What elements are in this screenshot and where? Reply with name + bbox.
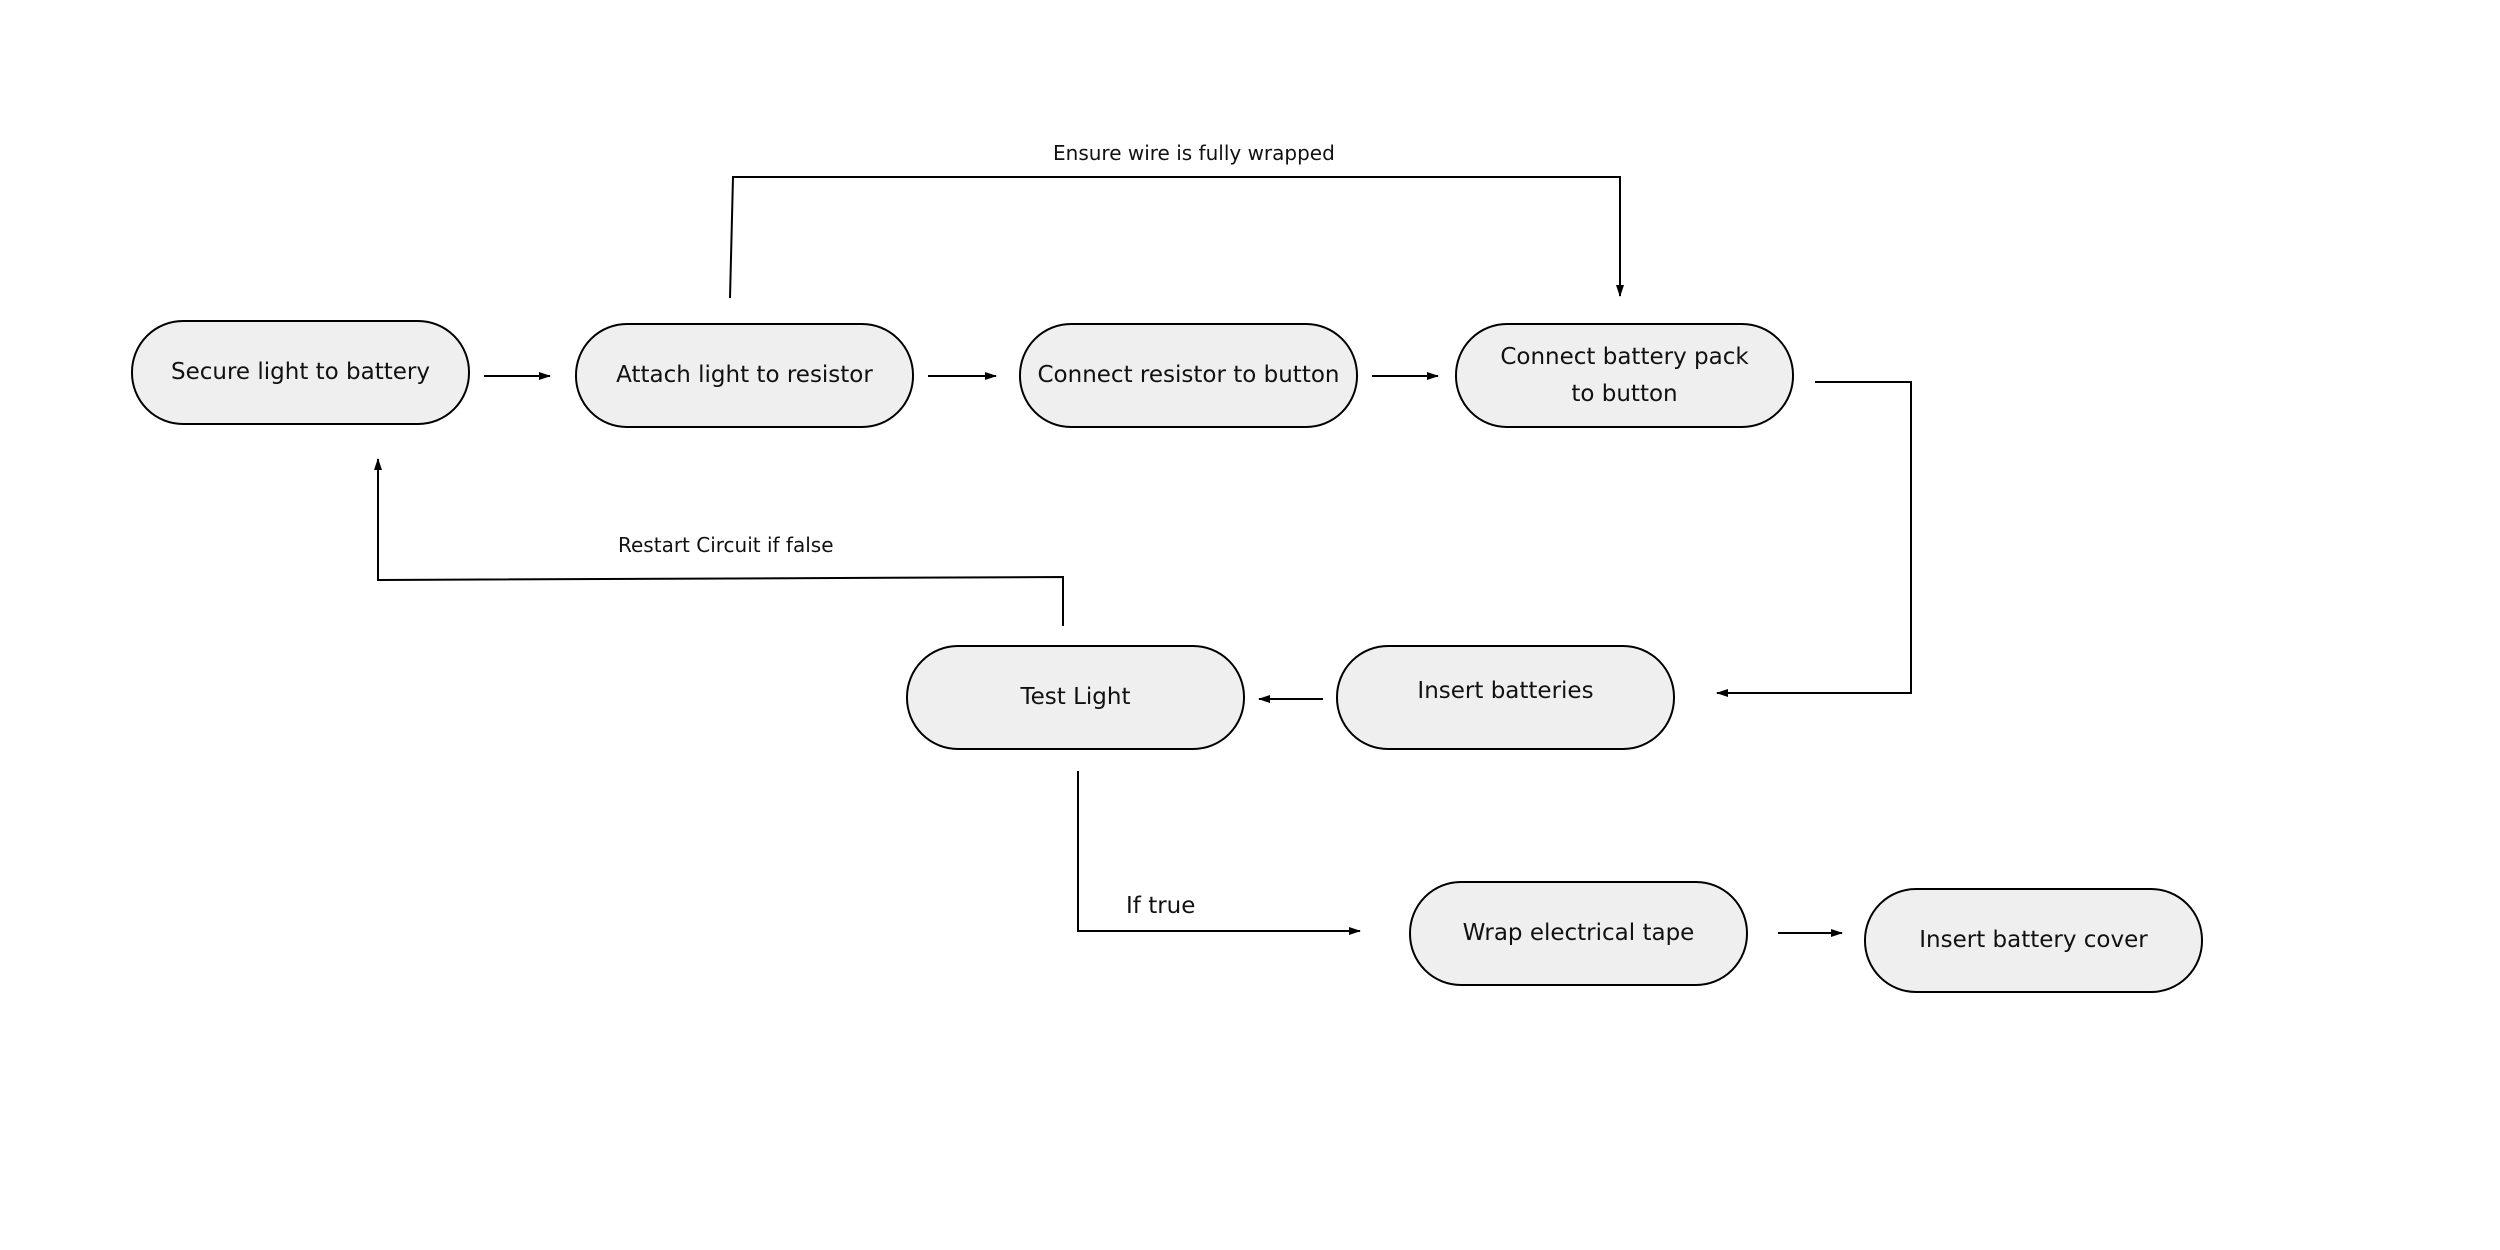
edge-label-ensure-wrapped: Ensure wire is fully wrapped xyxy=(1053,141,1335,165)
node-attach-light-to-resistor[interactable]: Attach light to resistor xyxy=(575,323,914,428)
edge-label-restart-circuit: Restart Circuit if false xyxy=(618,533,834,557)
node-label: Insert batteries xyxy=(1417,678,1594,704)
node-label: Wrap electrical tape xyxy=(1462,920,1695,946)
node-connect-battery-pack-to-button[interactable]: Connect battery pack to button xyxy=(1455,323,1794,428)
node-label-line-1: Connect battery pack xyxy=(1500,343,1749,370)
node-connect-resistor-to-button[interactable]: Connect resistor to button xyxy=(1019,323,1358,428)
node-label: Connect resistor to button xyxy=(1037,362,1340,388)
node-label: Connect battery pack to button xyxy=(1500,339,1748,413)
node-label: Insert battery cover xyxy=(1919,927,2148,953)
edge-label-if-true: If true xyxy=(1126,893,1196,919)
node-test-light[interactable]: Test Light xyxy=(906,645,1245,750)
node-label-line-2: to button xyxy=(1571,380,1678,407)
node-insert-batteries[interactable]: Insert batteries xyxy=(1336,645,1675,750)
arrow-ensure-wrapped-loop xyxy=(729,176,1624,299)
node-wrap-electrical-tape[interactable]: Wrap electrical tape xyxy=(1409,881,1748,986)
node-label: Secure light to battery xyxy=(170,359,431,385)
node-label: Test Light xyxy=(1020,684,1131,710)
node-secure-light-to-battery[interactable]: Secure light to battery xyxy=(131,320,470,425)
node-insert-battery-cover[interactable]: Insert battery cover xyxy=(1864,888,2203,993)
arrow-restart-circuit-loop xyxy=(374,458,1064,626)
node-label: Attach light to resistor xyxy=(616,362,873,388)
arrow-battery-pack-to-insert-batteries xyxy=(1716,381,1912,697)
arrow-if-true xyxy=(1077,771,1361,935)
